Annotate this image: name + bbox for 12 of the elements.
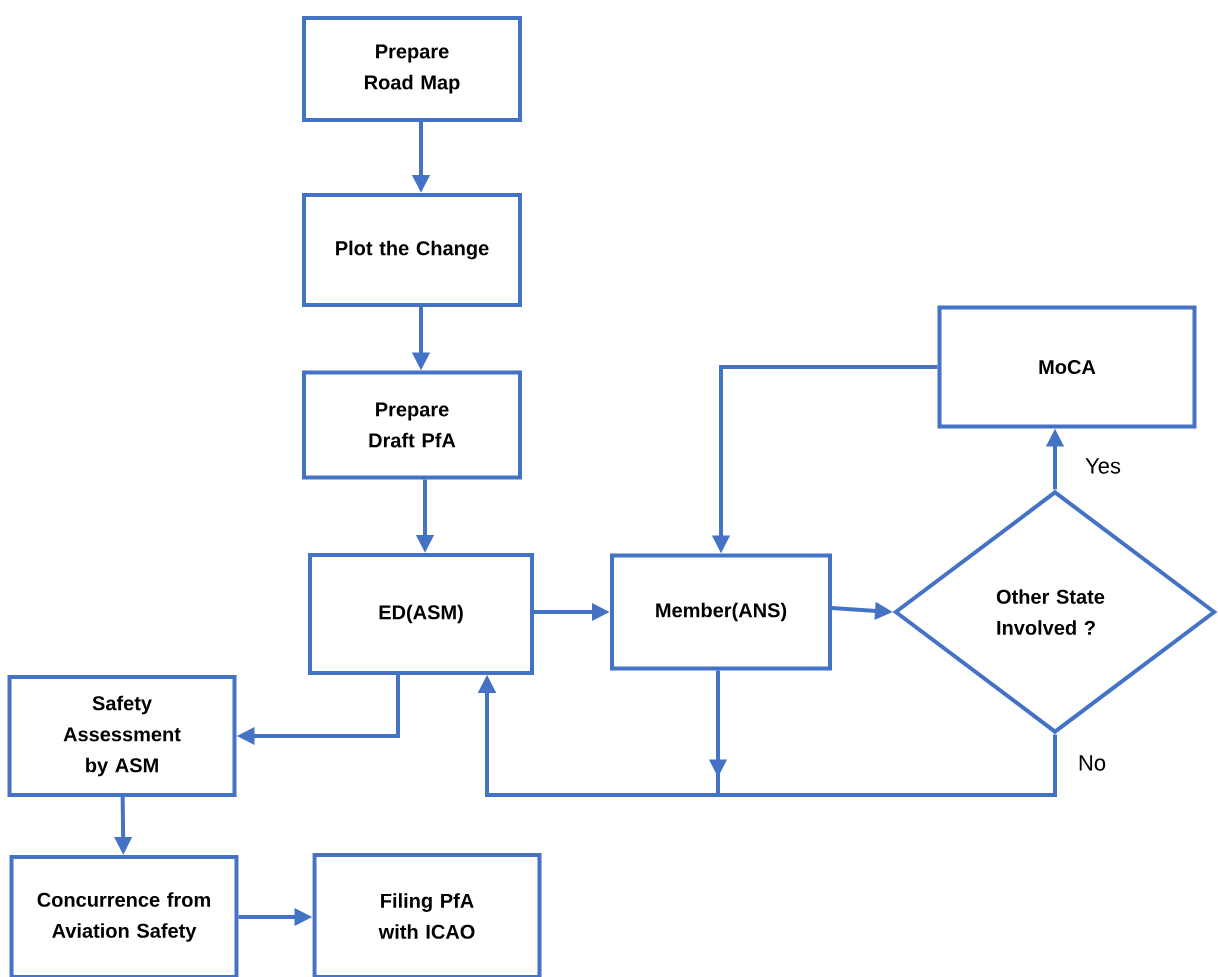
edge-label: No xyxy=(1076,754,1108,772)
process-box: Filing PfA with ICAO xyxy=(312,853,542,977)
process-box: Member(ANS) xyxy=(610,553,832,671)
arrow xyxy=(477,670,728,797)
process-box: ED(ASM) xyxy=(308,553,534,675)
process-box: MoCA xyxy=(937,305,1197,429)
process-box: Prepare Draft PfA xyxy=(302,370,522,480)
process-box: Plot the Change xyxy=(302,193,522,307)
edge-label: Yes xyxy=(1084,457,1122,475)
process-box: Concurrence from Aviation Safety xyxy=(9,855,239,977)
process-box: Prepare Road Map xyxy=(302,16,522,122)
process-box: Safety Assessment by ASM xyxy=(7,675,237,797)
